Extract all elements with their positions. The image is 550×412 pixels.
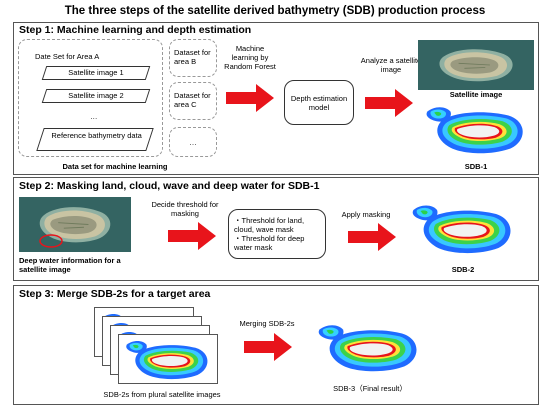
dataset-caption: Data set for machine learning bbox=[62, 162, 168, 171]
step3-panel bbox=[13, 285, 539, 405]
depth-model-label: Depth estimation model bbox=[290, 93, 348, 112]
arrow-to-model bbox=[226, 84, 274, 112]
satellite-caption: Satellite image bbox=[449, 90, 503, 99]
deep-water-caption: Deep water information for a satellite i… bbox=[19, 256, 121, 274]
dataset-area-a-box bbox=[18, 39, 163, 157]
deep-water-marker bbox=[39, 234, 63, 248]
ml-label: Machine learning by Random Forest bbox=[224, 44, 276, 71]
decide-threshold-label: Decide threshold for masking bbox=[151, 200, 219, 218]
satellite-image-1-node: Satellite image 1 bbox=[41, 66, 151, 80]
sdb2-image bbox=[404, 198, 522, 258]
plural-sdb2-caption: SDB-2s from plural satellite images bbox=[103, 390, 221, 399]
satellite-image bbox=[418, 40, 534, 90]
dataset-area-b-label: Dataset for area B bbox=[174, 48, 211, 66]
arrow-to-sdb1 bbox=[364, 89, 414, 117]
deep-water-image bbox=[19, 197, 131, 252]
merging-label: Merging SDB-2s bbox=[239, 319, 295, 328]
threshold-line-2: ・Threshold for deep water mask bbox=[234, 234, 305, 252]
step3-heading: Step 3: Merge SDB-2s for a target area bbox=[19, 288, 211, 300]
arrow-to-threshold bbox=[168, 222, 216, 250]
dataset-area-b-box bbox=[169, 39, 217, 77]
sdb1-image bbox=[418, 100, 534, 158]
sdb3-image bbox=[310, 318, 428, 376]
depth-model-box: Depth estimation model bbox=[284, 80, 354, 125]
area-a-ellipsis: … bbox=[90, 112, 98, 121]
reference-bathymetry-label: Reference bathymetry data bbox=[51, 131, 142, 140]
sdb2-caption: SDB-2 bbox=[451, 265, 475, 274]
diagram-title: The three steps of the satellite derived… bbox=[64, 5, 486, 17]
dataset-area-c-label: Dataset for area C bbox=[174, 91, 211, 109]
satellite-image-2-label: Satellite image 2 bbox=[68, 91, 124, 100]
satellite-image-1-label: Satellite image 1 bbox=[68, 68, 124, 77]
threshold-box: ・Threshold for land, cloud, wave mask ・T… bbox=[228, 209, 326, 259]
dataset-more-ellipsis: … bbox=[189, 138, 197, 147]
arrow-to-sdb2 bbox=[348, 223, 396, 251]
sdb3-caption: SDB-3（Final result） bbox=[333, 384, 407, 393]
analyze-label: Analyze a satellite image bbox=[360, 56, 422, 74]
reference-bathymetry-node: Reference bathymetry data bbox=[36, 128, 154, 151]
apply-masking-label: Apply masking bbox=[341, 210, 391, 219]
step2-heading: Step 2: Masking land, cloud, wave and de… bbox=[19, 180, 320, 192]
arrow-to-sdb3 bbox=[244, 333, 292, 361]
step1-panel bbox=[13, 22, 539, 175]
sdb2-stack-4 bbox=[118, 334, 218, 384]
dataset-more-box bbox=[169, 127, 217, 157]
step1-heading: Step 1: Machine learning and depth estim… bbox=[19, 24, 252, 36]
sdb1-caption: SDB-1 bbox=[464, 162, 488, 171]
dataset-area-c-box bbox=[169, 82, 217, 120]
satellite-image-2-node: Satellite image 2 bbox=[41, 89, 151, 103]
threshold-line-1: ・Threshold for land, cloud, wave mask bbox=[234, 216, 305, 234]
step2-panel bbox=[13, 177, 539, 281]
area-a-title: Date Set for Area A bbox=[35, 52, 100, 61]
